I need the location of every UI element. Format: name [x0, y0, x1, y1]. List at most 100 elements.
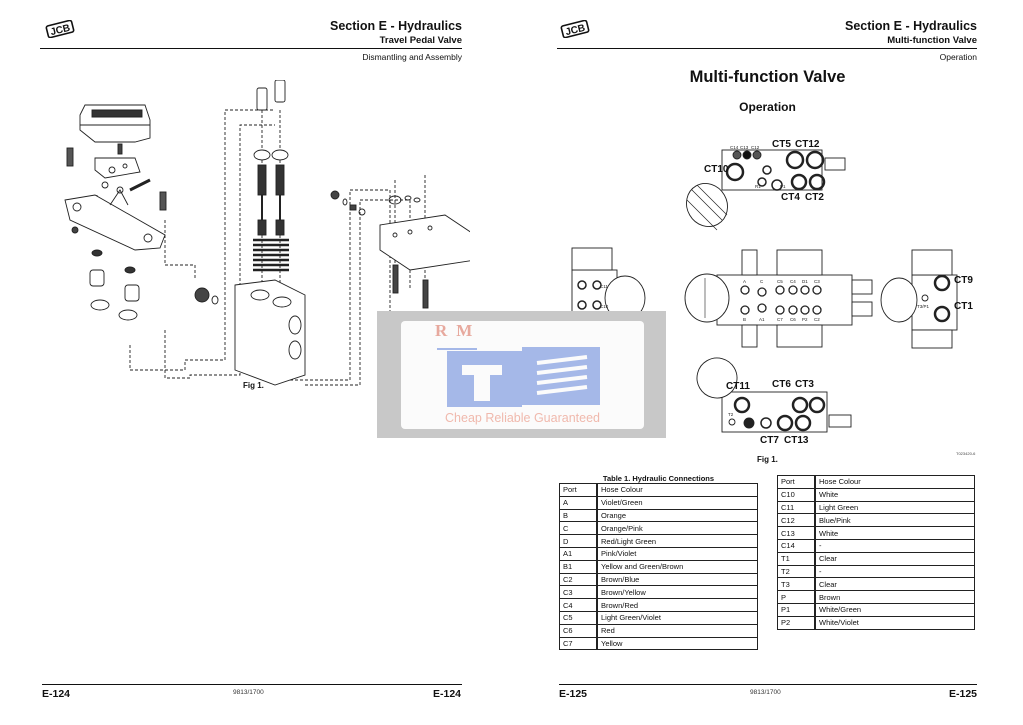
page-number-right: E-125: [949, 688, 978, 700]
valve-body-part: [234, 279, 306, 386]
valve-top-view: [686, 149, 846, 231]
valve-right-view: [880, 249, 958, 349]
svg-text:B: B: [743, 317, 746, 322]
table-row: T2-: [777, 564, 975, 579]
hose-colour-cell: Yellow: [596, 636, 758, 651]
manifold-block-part: [379, 214, 470, 271]
port-cell: T3: [777, 577, 816, 592]
hose-colour-cell: Red/Light Green: [596, 534, 758, 548]
svg-text:C11: C11: [600, 284, 608, 289]
svg-text:C3: C3: [814, 279, 820, 284]
port-cell: P2: [777, 615, 816, 630]
svg-text:CT4: CT4: [781, 192, 800, 203]
port-cell: C10: [777, 487, 816, 502]
hose-colour-cell: White/Violet: [814, 615, 975, 630]
hose-colour-cell: -: [814, 564, 975, 579]
svg-text:C: C: [760, 279, 764, 284]
svg-text:CT1: CT1: [954, 301, 973, 312]
travel-pedal-valve-exploded-diagram: [64, 80, 470, 390]
svg-text:C4: C4: [790, 279, 796, 284]
jcb-logo: JCB: [560, 20, 590, 38]
svg-text:CT7: CT7: [760, 435, 779, 446]
port-cell: C6: [559, 623, 598, 638]
hose-colour-cell: Light Green: [814, 500, 975, 515]
page-number-left: E-125: [559, 688, 588, 700]
port-cell: T2: [777, 564, 816, 579]
wrench-book-icon: [437, 347, 600, 407]
port-cell: C12: [777, 513, 816, 528]
hose-colour-cell: Yellow and Green/Brown: [596, 559, 758, 574]
topic-label: Dismantling and Assembly: [362, 52, 462, 62]
column-header-hose-colour: Hose Colour: [814, 475, 975, 489]
hose-colour-cell: Clear: [814, 551, 975, 566]
svg-text:T2: T2: [728, 412, 734, 417]
svg-text:C12: C12: [751, 145, 760, 150]
hose-colour-cell: -: [814, 538, 975, 553]
hose-colour-cell: White/Green: [814, 602, 975, 617]
valve-center-view: [684, 249, 873, 348]
port-cell: C4: [559, 598, 598, 612]
header-rule: [40, 48, 462, 49]
section-title: Section E - Hydraulics: [845, 19, 977, 33]
right-page: JCB Section E - Hydraulics Multi-functio…: [512, 0, 1023, 725]
port-cell: D: [559, 534, 598, 548]
svg-text:D1: D1: [802, 279, 808, 284]
figure-label: Fig 1.: [757, 455, 778, 464]
column-header-port: Port: [559, 483, 598, 497]
port-cell: A1: [559, 546, 598, 561]
svg-text:C13: C13: [740, 145, 749, 150]
svg-text:CT3: CT3: [795, 379, 814, 390]
document-number: 9813/1700: [750, 689, 781, 696]
hose-colour-cell: Violet/Green: [596, 495, 758, 510]
hose-colour-cell: Brown/Red: [596, 598, 758, 612]
watermark-brand: RM: [435, 321, 482, 340]
hose-colour-cell: Pink/Violet: [596, 546, 758, 561]
port-cell: C5: [559, 610, 598, 625]
port-cell: C3: [559, 585, 598, 600]
svg-text:A: A: [743, 279, 746, 284]
svg-text:T3/P1: T3/P1: [917, 304, 930, 309]
svg-text:CT9: CT9: [954, 275, 973, 286]
figure-reference: T023420-6: [956, 451, 976, 456]
page-number-left: E-124: [42, 688, 71, 700]
footer-rule: [42, 684, 462, 685]
main-title: Multi-function Valve: [689, 68, 846, 86]
document-number: 9813/1700: [233, 689, 264, 696]
svg-text:P1: P1: [780, 184, 786, 189]
section-title: Section E - Hydraulics: [330, 19, 462, 33]
port-cell: C7: [559, 636, 598, 651]
jcb-logo: JCB: [45, 20, 75, 38]
hose-colour-cell: White: [814, 526, 975, 540]
svg-text:C14: C14: [730, 145, 739, 150]
table-row: C14-: [777, 538, 975, 553]
valve-bottom-view: [696, 357, 852, 433]
port-cell: A: [559, 495, 598, 510]
topic-label: Operation: [939, 52, 977, 62]
hose-colour-cell: Light Green/Violet: [596, 610, 758, 625]
watermark-panel: RM Cheap Reliable Guaranteed: [401, 321, 644, 429]
hose-colour-cell: Brown/Yellow: [596, 585, 758, 600]
port-cell: B: [559, 508, 598, 523]
hose-colour-cell: Clear: [814, 577, 975, 592]
table-header-row: Port Hose Colour: [777, 475, 975, 489]
subsection-title: Multi-function Valve: [887, 35, 977, 46]
svg-text:JCB: JCB: [49, 23, 71, 38]
